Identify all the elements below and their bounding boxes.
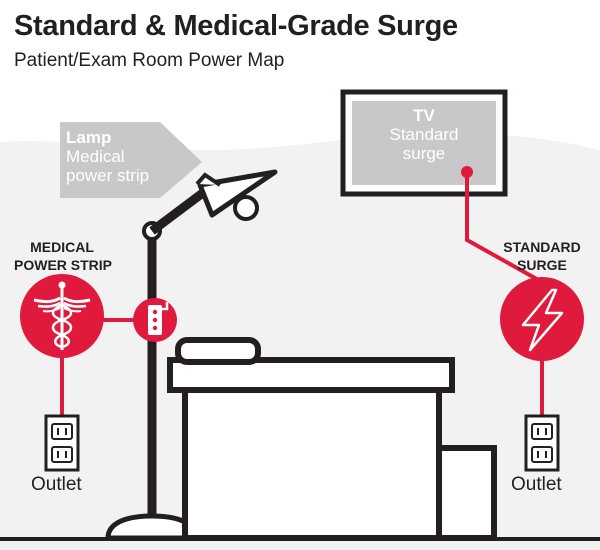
connection-lines xyxy=(60,172,544,418)
left-outlet-label: Outlet xyxy=(31,474,82,495)
lightning-bolt-icon xyxy=(500,277,584,361)
lamp-icon xyxy=(105,169,278,541)
lamp-callout-line1: Medical xyxy=(66,147,125,166)
tv-callout-name: TV xyxy=(413,106,435,125)
caduceus-icon xyxy=(20,274,104,358)
medical-strip-label-line2: POWER STRIP xyxy=(14,257,113,273)
lamp-power-strip-icon xyxy=(133,298,177,342)
standard-surge-label-line2: SURGE xyxy=(517,257,567,273)
tv-callout-line1: Standard xyxy=(389,125,459,144)
page-title: Standard & Medical-Grade Surge xyxy=(14,10,458,42)
tv-connection-dot xyxy=(461,166,473,178)
right-outlet-icon xyxy=(524,414,560,472)
right-outlet-label: Outlet xyxy=(511,474,562,495)
medical-strip-label: MEDICAL POWER STRIP xyxy=(14,238,113,274)
tv-callout-line2: surge xyxy=(402,144,446,163)
tv-icon xyxy=(340,89,508,197)
lamp-callout-name: Lamp xyxy=(66,128,112,147)
lamp-callout: Lamp Medical power strip xyxy=(66,128,149,185)
lamp-callout-line2: power strip xyxy=(66,166,150,185)
tv-callout: TV Standard surge xyxy=(352,106,496,163)
standard-surge-label: STANDARD SURGE xyxy=(492,238,592,274)
standard-surge-label-line1: STANDARD xyxy=(503,239,581,255)
medical-strip-label-line1: MEDICAL xyxy=(30,239,94,255)
page-subtitle: Patient/Exam Room Power Map xyxy=(14,50,285,71)
exam-table-icon xyxy=(167,337,497,541)
lamp-callout-box xyxy=(60,122,202,198)
left-outlet-icon xyxy=(44,414,80,472)
